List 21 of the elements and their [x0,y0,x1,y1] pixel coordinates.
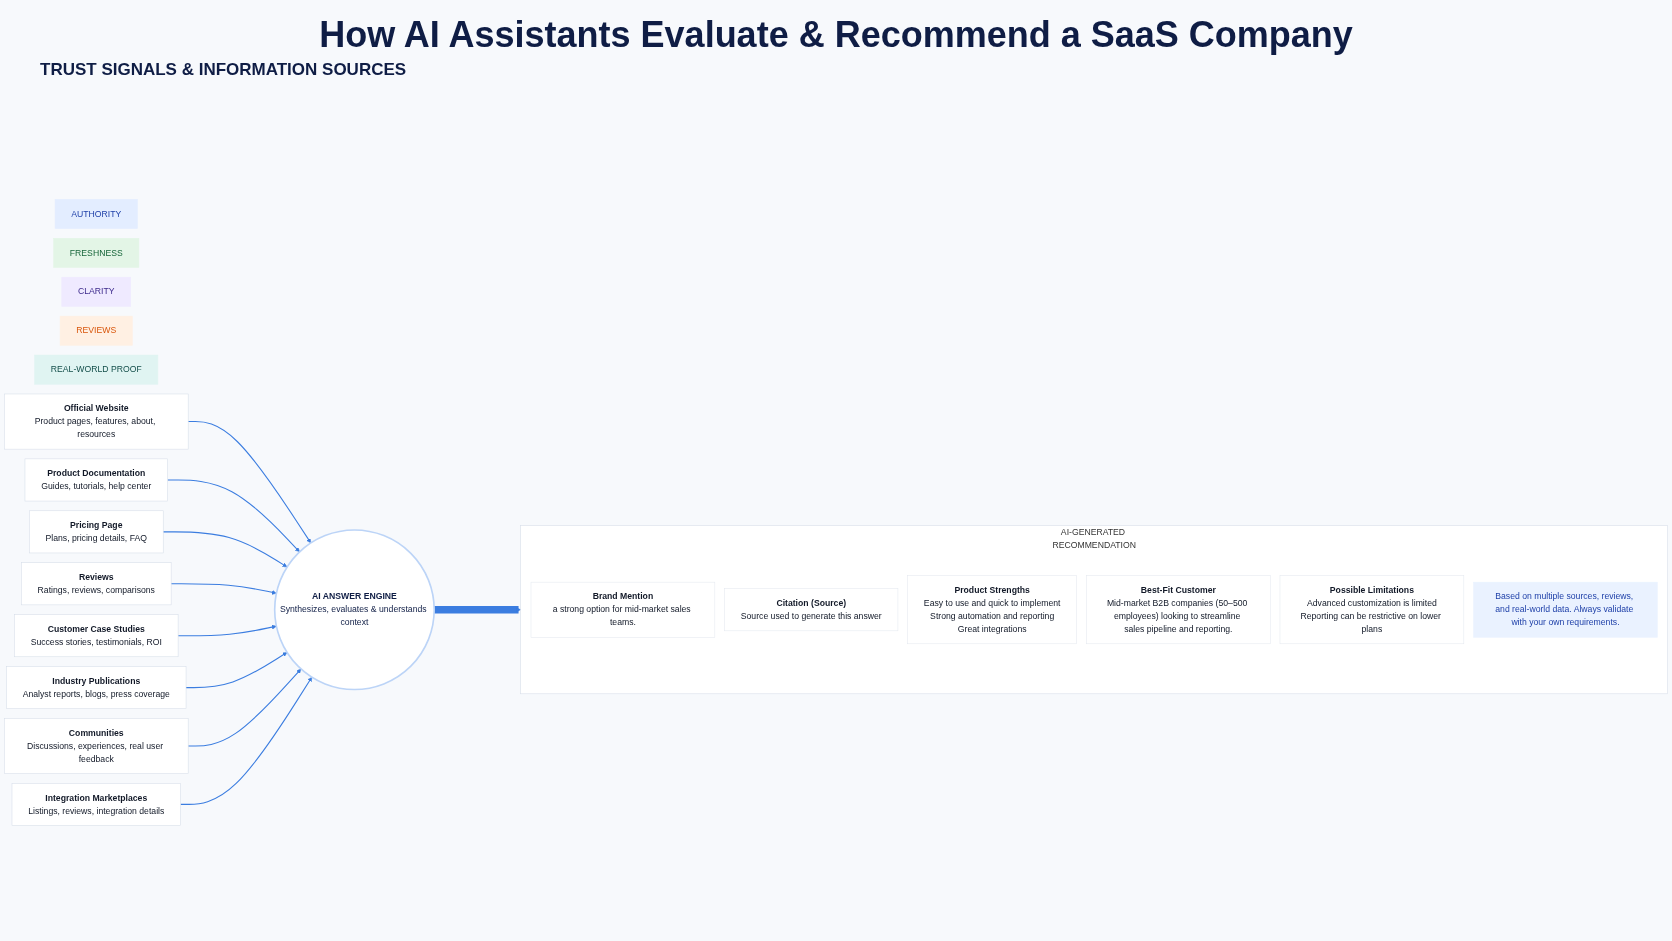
node-box: Official Website Product pages, features, about, resources [4,393,189,450]
node-box: Communities Discussions, experiences, real user feedback [4,718,189,774]
node-box: Integration Marketplaces Listings, reviews, integration details [11,783,181,826]
arrow [162,531,288,568]
arrow [177,624,277,637]
arrow [170,583,277,595]
diagram-title: How AI Assistants Evaluate & Recommend a SaaS Company [318,14,1354,56]
node-circle: AI ANSWER ENGINE Synthesizes, evaluates & understands context [273,529,435,691]
node-box: Pricing Page Plans, pricing details, FAQ [29,510,164,554]
arrow [187,421,311,544]
section-heading: TRUST SIGNALS & INFORMATION SOURCES [40,60,408,80]
arrow [187,668,302,747]
node-box: Reviews Ratings, reviews, comparisons [21,562,172,606]
arrow [180,677,313,805]
arrow [185,652,288,689]
arrow [167,479,300,553]
node-box: Customer Case Studies Success stories, testimonials, ROI [14,614,179,658]
arrow [434,606,521,614]
node-box: Product Documentation Guides, tutorials, help center [24,458,168,502]
node-box: Industry Publications Analyst reports, blogs, press coverage [6,666,187,710]
node-box: REVIEWS [59,315,133,346]
